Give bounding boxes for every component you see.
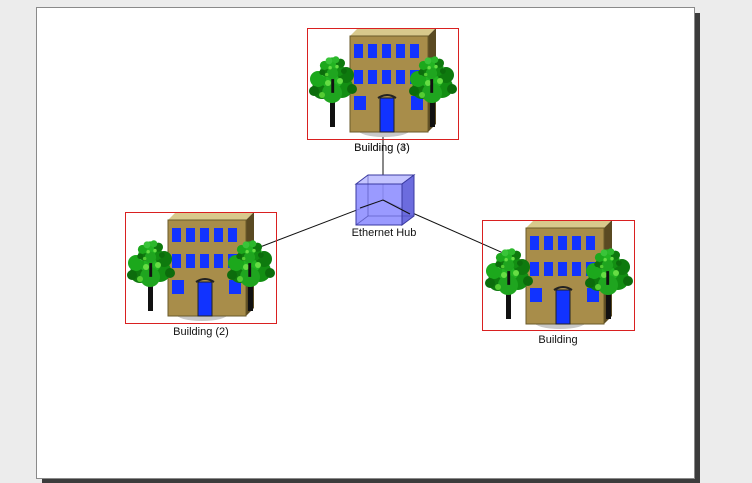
building-top-label: Building (3): [354, 142, 410, 154]
selection-box: [125, 212, 277, 324]
building-top[interactable]: [307, 28, 459, 140]
building-right[interactable]: [482, 220, 635, 331]
building-top-label-overlay: Building (4): [354, 142, 410, 154]
hub-label: Ethernet Hub: [351, 227, 417, 239]
building-icon: [309, 28, 457, 137]
building-icon: [127, 212, 275, 321]
building-right-label: Building: [538, 334, 578, 346]
hub-wiring: [359, 199, 411, 215]
building-left[interactable]: [125, 212, 277, 324]
hub-cube-icon[interactable]: [354, 174, 416, 226]
selection-box: [482, 220, 635, 331]
selection-box: [307, 28, 459, 140]
building-icon: [485, 220, 633, 329]
building-left-label: Building (2): [173, 326, 229, 338]
network-diagram: [125, 28, 635, 331]
